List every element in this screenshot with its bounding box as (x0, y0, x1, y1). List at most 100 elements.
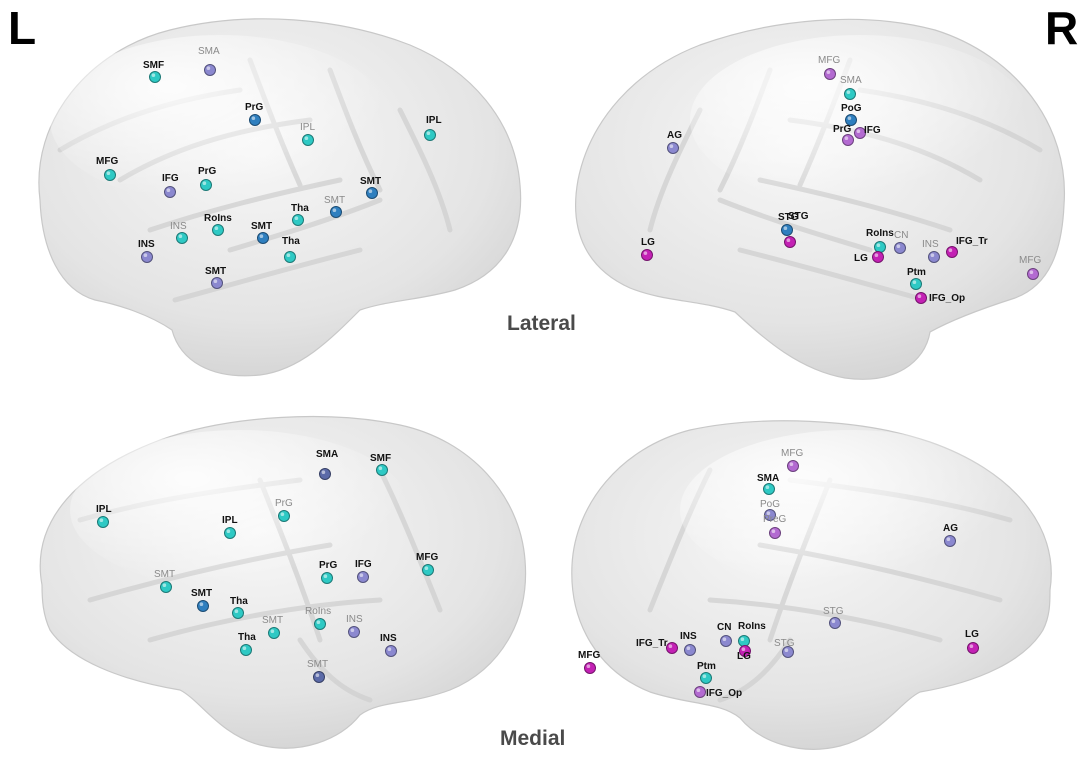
region-node: SMF (143, 60, 164, 83)
node-label: MFG (578, 650, 600, 661)
node-highlight (846, 90, 851, 94)
region-node: CN (894, 230, 908, 254)
node-label: SMT (205, 266, 226, 277)
region-node: MFG (416, 552, 438, 576)
node-marker (240, 644, 252, 656)
node-marker (424, 129, 436, 141)
node-marker (141, 251, 153, 263)
region-node: RoIns (305, 606, 331, 630)
node-highlight (259, 234, 264, 238)
region-node: SMT (307, 659, 328, 683)
node-label: RoIns (866, 228, 894, 239)
node-label: AG (667, 130, 682, 141)
node-marker (874, 241, 886, 253)
node-label: PrG (198, 166, 217, 177)
node-marker (204, 64, 216, 76)
node-highlight (162, 583, 167, 587)
region-node: PrG (319, 560, 338, 584)
node-highlight (969, 644, 974, 648)
region-node: LG (854, 251, 884, 264)
node-label: RoIns (204, 213, 232, 224)
region-node: SMF (370, 453, 391, 476)
node-label: Tha (238, 632, 256, 643)
node-marker (232, 607, 244, 619)
node-highlight (226, 529, 231, 533)
node-highlight (831, 619, 836, 623)
node-highlight (166, 188, 171, 192)
node-label: SMT (324, 195, 345, 206)
region-node: INS (380, 633, 397, 657)
region-node: Ptm (907, 267, 926, 290)
node-highlight (332, 208, 337, 212)
node-highlight (251, 116, 256, 120)
node-marker (211, 277, 223, 289)
node-marker (357, 571, 369, 583)
node-label: LG (737, 651, 751, 662)
node-label: MFG (96, 156, 118, 167)
node-highlight (321, 470, 326, 475)
region-node: Tha (291, 203, 309, 226)
region-node: LG (641, 237, 655, 261)
brain-left-medial (39, 415, 527, 749)
node-highlight (876, 243, 881, 247)
node-label: LG (965, 629, 979, 640)
node-label: MFG (818, 55, 840, 66)
node-label: SMT (307, 659, 328, 670)
node-highlight (1029, 270, 1034, 275)
node-highlight (702, 674, 707, 678)
node-highlight (426, 131, 431, 135)
left-hemisphere-label: L (8, 2, 36, 54)
region-node: IFG (355, 559, 372, 583)
node-marker (666, 642, 678, 654)
node-label: IPL (222, 515, 238, 526)
node-marker (278, 510, 290, 522)
node-marker (784, 236, 796, 248)
node-marker (385, 645, 397, 657)
node-highlight (844, 136, 849, 140)
node-label: IPL (96, 504, 112, 515)
region-node: INS (680, 631, 697, 656)
node-label: PreG (763, 514, 787, 525)
node-label: SMF (370, 453, 391, 464)
node-highlight (206, 66, 211, 70)
node-highlight (99, 518, 104, 522)
node-highlight (143, 253, 148, 257)
node-highlight (106, 171, 111, 175)
region-node: AG (667, 130, 682, 154)
node-highlight (668, 644, 673, 648)
node-label: PrG (833, 124, 852, 135)
node-highlight (771, 529, 776, 533)
node-label: INS (380, 633, 397, 644)
node-marker (160, 581, 172, 593)
region-node: IPL (96, 504, 112, 528)
node-label: IFG_Op (929, 293, 965, 304)
node-highlight (856, 129, 861, 133)
node-highlight (784, 648, 789, 652)
region-node: SMT (205, 266, 226, 289)
region-node: STG (784, 211, 809, 248)
node-marker (844, 88, 856, 100)
region-node: INS (170, 221, 188, 244)
region-node: IPL (222, 515, 238, 539)
node-highlight (316, 620, 321, 624)
region-node: Tha (230, 596, 248, 619)
node-marker (321, 572, 333, 584)
node-label: SMT (191, 588, 212, 599)
region-node: SMT (360, 176, 381, 199)
node-marker (257, 232, 269, 244)
node-marker (769, 527, 781, 539)
left-lateral-nodes: SMFSMAPrGIPLIPLMFGIFGPrGSMTSMTThaRoInsIN… (96, 46, 442, 289)
node-label: IFG_Tr (636, 638, 668, 649)
node-highlight (946, 537, 951, 541)
region-node: Ptm (697, 661, 716, 684)
region-nodes: SMFSMAPrGIPLIPLMFGIFGPrGSMTSMTThaRoInsIN… (96, 46, 1041, 699)
node-highlight (917, 294, 922, 299)
node-label: SMF (143, 60, 164, 71)
node-highlight (740, 637, 745, 641)
node-marker (738, 635, 750, 647)
node-highlight (586, 664, 591, 668)
node-marker (197, 600, 209, 612)
node-marker (700, 672, 712, 684)
